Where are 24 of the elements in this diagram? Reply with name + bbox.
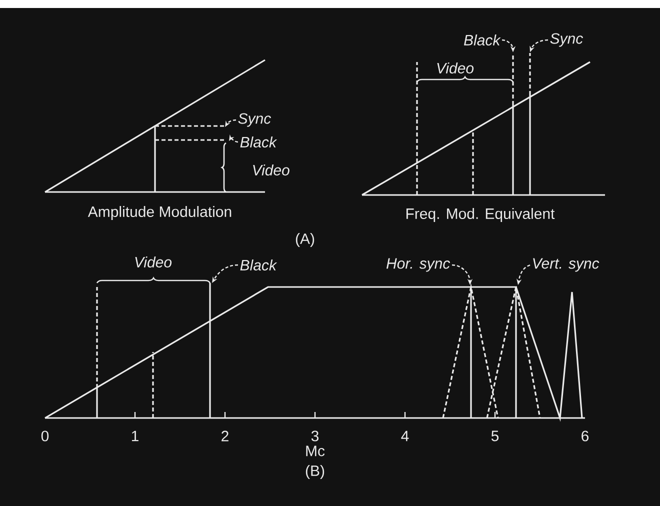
leader-label: Vert. sync [533, 258, 600, 272]
axis-label: Mc [306, 446, 325, 456]
leader-label: Black [464, 34, 501, 46]
leader-label: Black [240, 136, 278, 148]
panel-letter: (A) [296, 233, 314, 247]
leader-label: Sync [550, 33, 583, 47]
tick-label: 1 [132, 430, 138, 442]
tick-label: 6 [582, 430, 589, 442]
marker-line [529, 53, 531, 195]
tick-label: 5 [491, 430, 499, 442]
video-label: Video [437, 62, 474, 74]
tick-label: 2 [222, 430, 228, 442]
video-label: Video [253, 164, 290, 176]
leader-label: Sync [238, 113, 271, 127]
tick-label: 3 [311, 430, 319, 442]
video-label: Video [135, 256, 172, 268]
leader-label: Black [240, 260, 278, 270]
tick-label: 0 [41, 430, 49, 442]
caption: Amplitude Modulation [88, 206, 232, 220]
tick-label: 4 [401, 430, 409, 442]
marker-line [512, 53, 514, 195]
leader-label: Hor. sync [386, 258, 450, 272]
panel-letter: (B) [306, 465, 324, 479]
caption: Freq. Mod. Equivalent [406, 208, 555, 222]
